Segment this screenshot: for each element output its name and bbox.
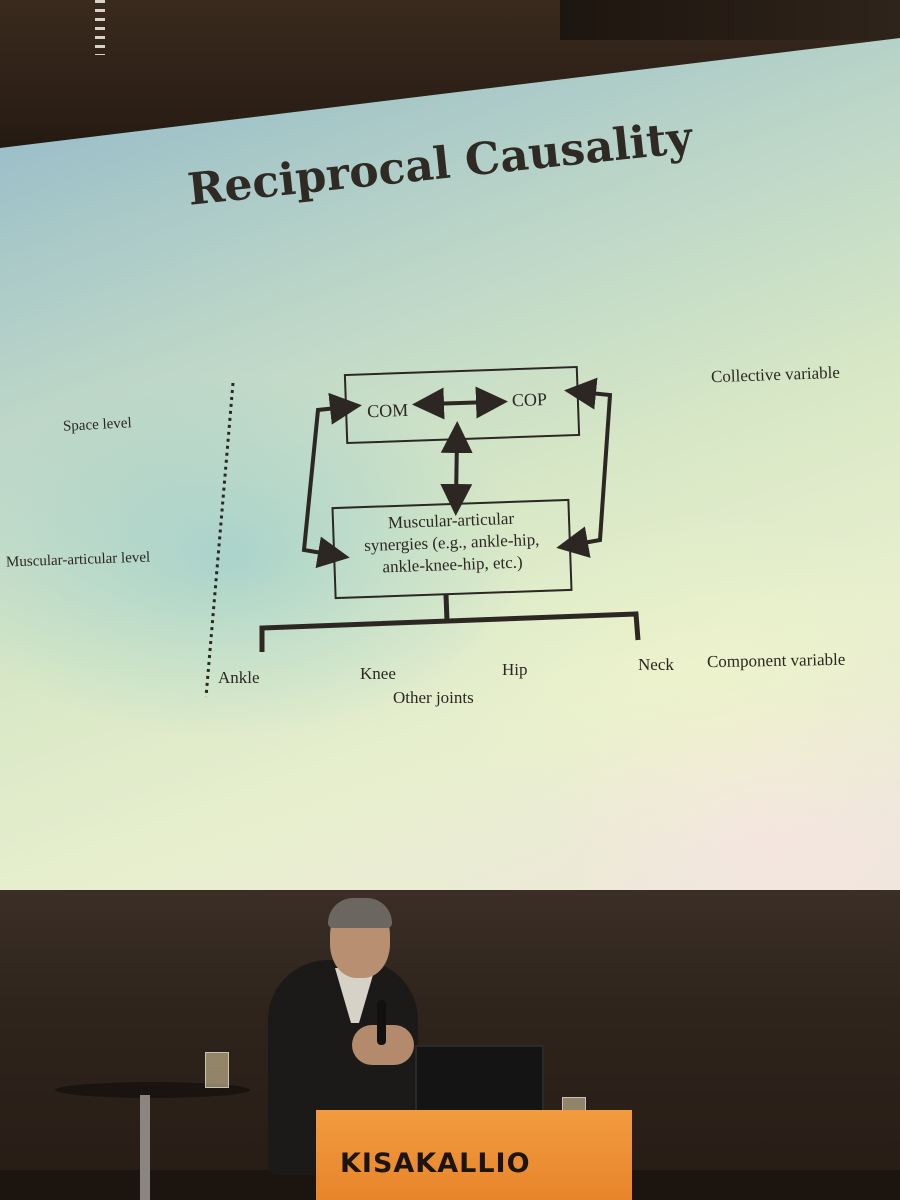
- joint-other: Other joints: [393, 688, 474, 707]
- podium-logo-text: KISAKALLIO: [340, 1148, 531, 1179]
- microphone: [377, 1000, 386, 1045]
- side-table: [55, 1082, 250, 1098]
- synergies-box: Muscular-articular synergies (e.g., ankl…: [331, 498, 573, 600]
- com-cop-box: COM COP: [343, 365, 581, 445]
- ceiling-beam: [560, 0, 900, 40]
- joint-neck: Neck: [638, 655, 674, 674]
- joint-hip: Hip: [502, 660, 528, 679]
- cop-label: COP: [511, 389, 548, 411]
- podium: [316, 1110, 632, 1200]
- side-table-leg: [140, 1095, 150, 1200]
- com-label: COM: [366, 399, 409, 422]
- ceiling-chain: [95, 0, 105, 55]
- water-glass: [205, 1052, 229, 1088]
- component-variable-label: Component variable: [706, 649, 846, 672]
- joint-knee: Knee: [360, 664, 396, 683]
- speaker-hair: [328, 898, 392, 928]
- joint-ankle: Ankle: [218, 668, 260, 687]
- space-level-label: Space level: [62, 415, 133, 435]
